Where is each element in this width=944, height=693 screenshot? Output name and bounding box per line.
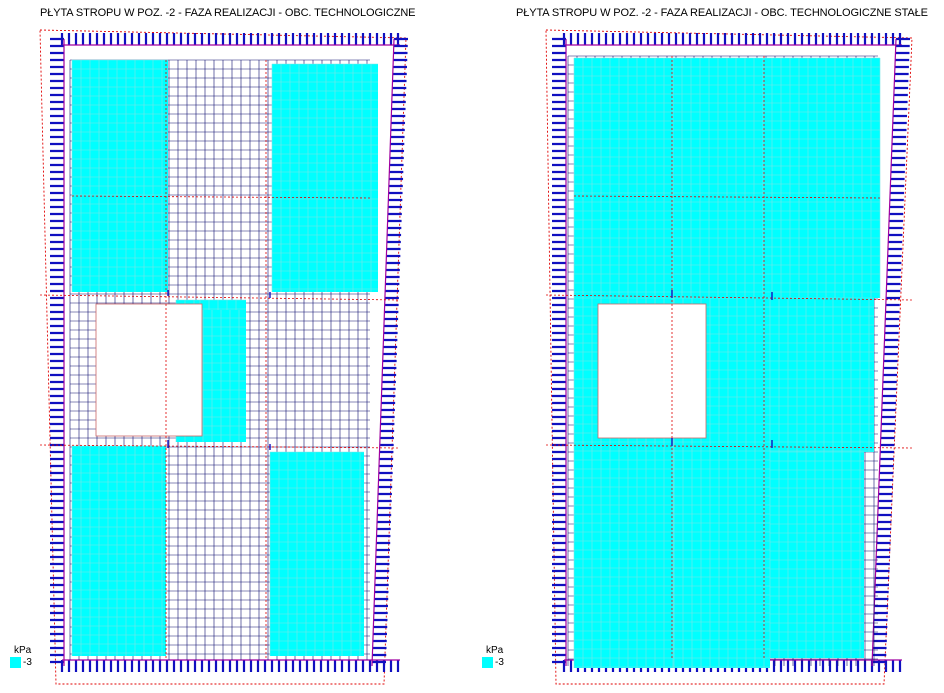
slab-outline [545,29,913,685]
left-plate-diagram [39,29,408,685]
load-zone-mesh [673,297,770,668]
load-zone [72,60,168,292]
edge-supports-right [872,37,910,664]
load-zone [270,452,364,656]
edge-line-right [871,38,897,667]
left-legend-unit: kPa [14,645,32,656]
load-zone [272,64,378,292]
right-plate-diagram [545,29,913,685]
load-zone [200,300,240,310]
slab-opening [597,303,707,439]
inner-line [39,294,401,301]
edge-line-horizontal [62,44,400,661]
inner-line [39,444,401,449]
load-zone-mesh [269,451,364,656]
left-plate-panel: PŁYTA STROPU W POZ. -2 - FAZA REALIZACJI… [10,7,416,685]
left-legend-swatch [10,657,21,668]
load-zone [770,298,874,452]
inner-line [545,444,913,449]
right-legend-swatch [482,657,493,668]
load-zone [770,452,864,658]
right-plate-panel: PŁYTA STROPU W POZ. -2 - FAZA REALIZACJI… [472,0,944,693]
load-zone-mesh [71,59,168,292]
load-zone-mesh [71,445,166,656]
inner-line [71,195,371,199]
right-legend-value: -3 [495,657,504,668]
edge-line-right [371,38,395,667]
load-zone [72,446,166,656]
load-zone-mesh [769,297,874,452]
edge-supports-left [50,37,64,664]
edge-supports-right [372,37,408,664]
slab-opening [95,303,203,437]
left-legend: kPa -3 [10,645,32,668]
right-legend-unit: kPa [486,645,504,656]
left-panel-title: PŁYTA STROPU W POZ. -2 - FAZA REALIZACJI… [40,7,416,19]
load-zone-mesh [271,63,378,292]
load-zone-mesh [769,451,864,658]
slab-outline [39,29,407,685]
left-legend-value: -3 [23,657,32,668]
right-legend: kPa -3 [482,645,504,668]
inner-line [573,195,881,199]
edge-supports-left [552,37,566,664]
load-zone-mesh [573,57,881,298]
inner-line [545,294,913,301]
right-panel-title: PŁYTA STROPU W POZ. -2 - FAZA REALIZACJI… [516,7,928,19]
